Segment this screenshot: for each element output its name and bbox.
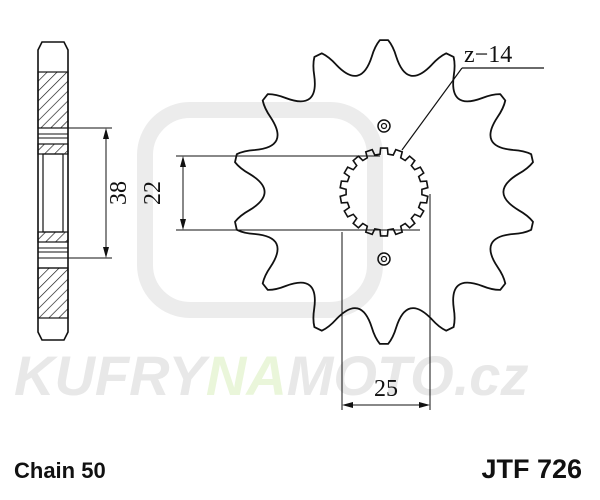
sprocket-outline (234, 39, 534, 345)
mounting-hole-bottom (377, 252, 391, 266)
inner-diameter-dimension: 22 (140, 155, 420, 231)
teeth-count-callout: z−14 (401, 42, 544, 151)
watermark-part-2: NA (206, 344, 287, 407)
chain-label: Chain 50 (14, 458, 106, 483)
spline-width-dimension: 25 (341, 194, 431, 410)
spline-width-label: 25 (374, 376, 398, 402)
bolt-spacing-dimension: 38 (68, 127, 132, 259)
watermark-part-1: KUFRY (14, 344, 211, 407)
mounting-hole-top (377, 119, 391, 133)
spline-outline (339, 147, 429, 237)
teeth-count-label: z−14 (464, 42, 512, 68)
part-number: JTF 726 (481, 454, 582, 484)
watermark-part-3: MOTO (287, 344, 454, 407)
sprocket-side-profile (37, 41, 69, 341)
inner-diameter-label: 22 (140, 181, 166, 205)
watermark: KUFRYNAMOTO.cz (14, 102, 528, 407)
sprocket-front-view (234, 39, 534, 345)
watermark-part-4: .cz (454, 344, 529, 407)
watermark-logo (137, 102, 383, 318)
bolt-spacing-label: 38 (106, 181, 132, 205)
svg-text:KUFRYNAMOTO.cz: KUFRYNAMOTO.cz (14, 344, 528, 407)
